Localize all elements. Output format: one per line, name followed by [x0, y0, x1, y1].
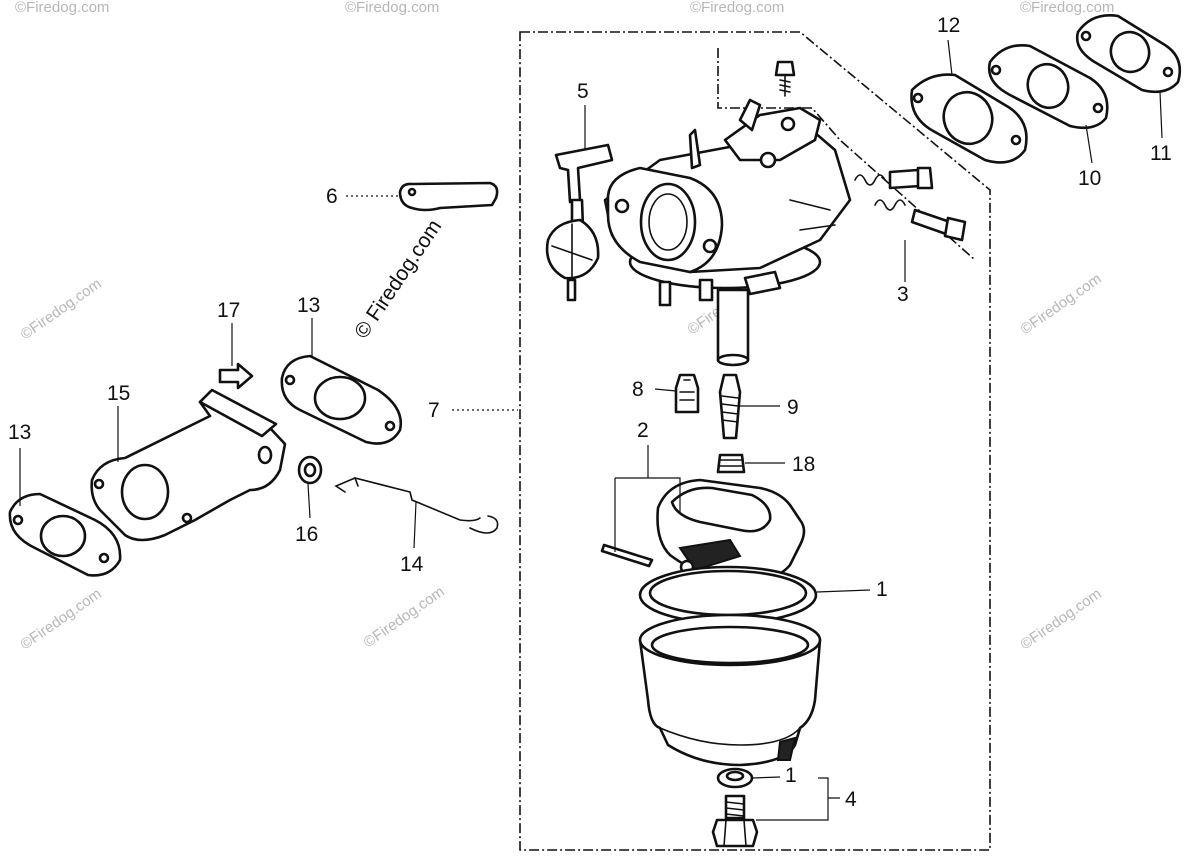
callout-13-mid: 13 — [297, 294, 320, 317]
callout-16: 16 — [295, 523, 318, 546]
watermark-text: ©Firedog.com — [15, 0, 109, 16]
gasket-13-mid — [280, 354, 403, 445]
watermark-text: ©Firedog.com — [361, 583, 448, 651]
watermark-text: ©Firedog.com — [1020, 0, 1114, 16]
leader-11 — [1159, 91, 1163, 139]
lever-arm-6 — [398, 181, 499, 212]
callout-1-washer: 1 — [785, 764, 797, 787]
callout-14: 14 — [400, 553, 424, 576]
callout-10: 10 — [1078, 167, 1101, 190]
callout-1-ring: 1 — [876, 578, 888, 601]
leader-10 — [1085, 124, 1093, 164]
callout-4: 4 — [845, 788, 857, 811]
main-jet-9 — [718, 373, 742, 440]
callout-5: 5 — [577, 80, 589, 103]
leader-2-bracket — [614, 445, 681, 552]
leader-1-washer — [751, 776, 781, 779]
leader-16 — [307, 483, 311, 519]
spacer-10 — [987, 44, 1109, 130]
leader-8 — [654, 388, 677, 392]
leader-14 — [413, 501, 417, 549]
drain-bolt — [711, 794, 759, 848]
callout-7: 7 — [428, 399, 440, 422]
callout-labels: 1 1 2 3 4 5 6 7 8 9 10 11 12 13 13 14 15… — [8, 14, 1172, 811]
float-bowl — [638, 613, 822, 767]
callout-17: 17 — [217, 299, 240, 322]
callout-3: 3 — [897, 283, 909, 306]
callout-9: 9 — [787, 396, 799, 419]
leader-12 — [947, 39, 953, 76]
callout-15: 15 — [107, 382, 130, 405]
arrow-17 — [218, 362, 254, 390]
idle-screw-lower — [874, 199, 967, 242]
choke-lever-5 — [545, 143, 614, 302]
watermark-text: ©Firedog.com — [1018, 270, 1105, 338]
callout-11: 11 — [1150, 142, 1172, 165]
gasket-12 — [910, 73, 1028, 164]
leader-4-bracket — [756, 777, 840, 821]
callout-12: 12 — [937, 14, 960, 37]
main-watermark: © Firedog.com — [350, 216, 446, 343]
watermark-text: ©Firedog.com — [18, 275, 105, 343]
watermark-text: ©Firedog.com — [345, 0, 439, 16]
rod-spring-14 — [334, 477, 499, 534]
callout-6: 6 — [326, 185, 338, 208]
callout-18: 18 — [792, 453, 815, 476]
leader-lines — [19, 39, 1163, 821]
callout-13-left: 13 — [8, 421, 31, 444]
carburetor-body — [603, 98, 852, 367]
float-needle-8 — [674, 373, 700, 414]
watermark-text: ©Firedog.com — [690, 0, 784, 16]
bracket-15 — [90, 388, 287, 542]
drain-washer — [716, 767, 754, 789]
bowl-gasket-ring — [638, 565, 818, 625]
leader-1-ring — [816, 589, 871, 593]
watermark-text: ©Firedog.com — [1018, 585, 1105, 653]
watermark-text: ©Firedog.com — [18, 585, 105, 653]
idle-screw-upper — [854, 166, 934, 190]
pilot-screw-top — [774, 60, 796, 97]
gasket-13-left — [8, 492, 122, 577]
grommet-16 — [297, 455, 323, 485]
gasket-11 — [1075, 14, 1182, 94]
float-pin — [600, 543, 654, 568]
jet-nut-18 — [716, 453, 746, 474]
callout-2: 2 — [637, 419, 649, 442]
callout-8: 8 — [632, 378, 644, 401]
float — [656, 478, 806, 583]
